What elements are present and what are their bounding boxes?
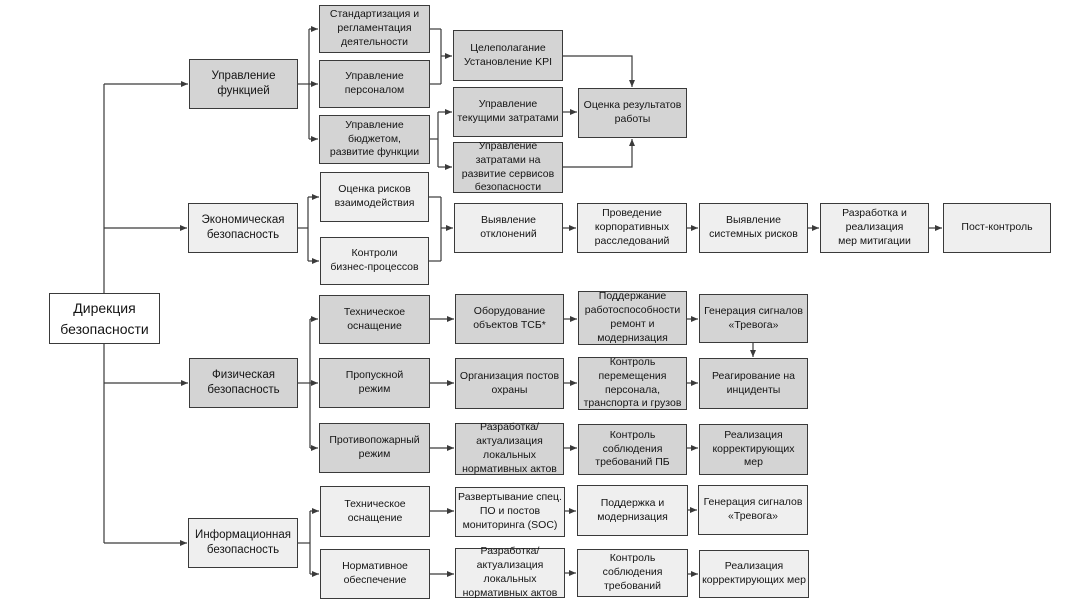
node-cat3: Физическая безопасность <box>189 358 298 408</box>
node-s4f: Контроль соблюдения требований <box>577 549 688 597</box>
node-s3c: Противопожарный режим <box>319 423 430 473</box>
node-s3e: Организация постов охраны <box>455 358 564 409</box>
node-s1g: Оценка результатов работы <box>578 88 687 138</box>
node-s3k: Реагирование на инциденты <box>699 358 808 409</box>
node-s3g: Поддержание работоспособности ремонт и м… <box>578 290 687 345</box>
node-s4h: Реализация корректирующих мер <box>699 550 809 598</box>
node-s1e: Управление текущими затратами <box>453 87 563 137</box>
node-s4d: Разработка/ актуализация локальных норма… <box>455 545 565 599</box>
node-s3f: Разработка/ актуализация локальных норма… <box>455 421 564 475</box>
node-s4b: Нормативное обеспечение <box>320 549 430 599</box>
node-s1f: Управление затратами на развитие сервисо… <box>453 140 563 193</box>
node-s3d: Оборудование объектов ТСБ* <box>455 294 564 344</box>
node-s4g: Генерация сигналов «Тревога» <box>698 485 808 535</box>
node-s2d: Проведение корпоративных расследований <box>577 203 687 253</box>
node-s1b: Управление персоналом <box>319 60 430 108</box>
node-s3h: Контроль перемещения персонала, транспор… <box>578 356 687 410</box>
node-s1d: Целеполагание Установление KPI <box>453 30 563 81</box>
node-s3j: Генерация сигналов «Тревога» <box>699 294 808 343</box>
node-s4e: Поддержка и модернизация <box>577 485 688 536</box>
node-cat2: Экономическая безопасность <box>188 203 298 253</box>
node-s4c: Развертывание спец. ПО и постов монитори… <box>455 487 565 537</box>
node-s2f: Разработка и реализация мер митигации <box>820 203 929 253</box>
node-s4a: Техническое оснащение <box>320 486 430 537</box>
node-s2b: Контроли бизнес-процессов <box>320 237 429 285</box>
node-s3a: Техническое оснащение <box>319 295 430 344</box>
node-s2c: Выявление отклонений <box>454 203 563 253</box>
node-s2g: Пост-контроль <box>943 203 1051 253</box>
node-s2a: Оценка рисков взаимодействия <box>320 172 429 222</box>
node-cat1: Управление функцией <box>189 59 298 109</box>
node-s1a: Стандартизация и регламентация деятельно… <box>319 5 430 53</box>
node-cat4: Информационная безопасность <box>188 518 298 568</box>
node-s1c: Управление бюджетом, развитие функции <box>319 115 430 164</box>
node-root: Дирекция безопасности <box>49 293 160 344</box>
connector-s1f-s1g <box>563 139 635 168</box>
node-s3b: Пропускной режим <box>319 358 430 408</box>
node-s3l: Реализация корректирующих мер <box>699 424 808 475</box>
node-s2e: Выявление системных рисков <box>699 203 808 253</box>
node-s3i: Контроль соблюдения требований ПБ <box>578 424 687 475</box>
connector-s1d-s1g <box>563 55 635 87</box>
